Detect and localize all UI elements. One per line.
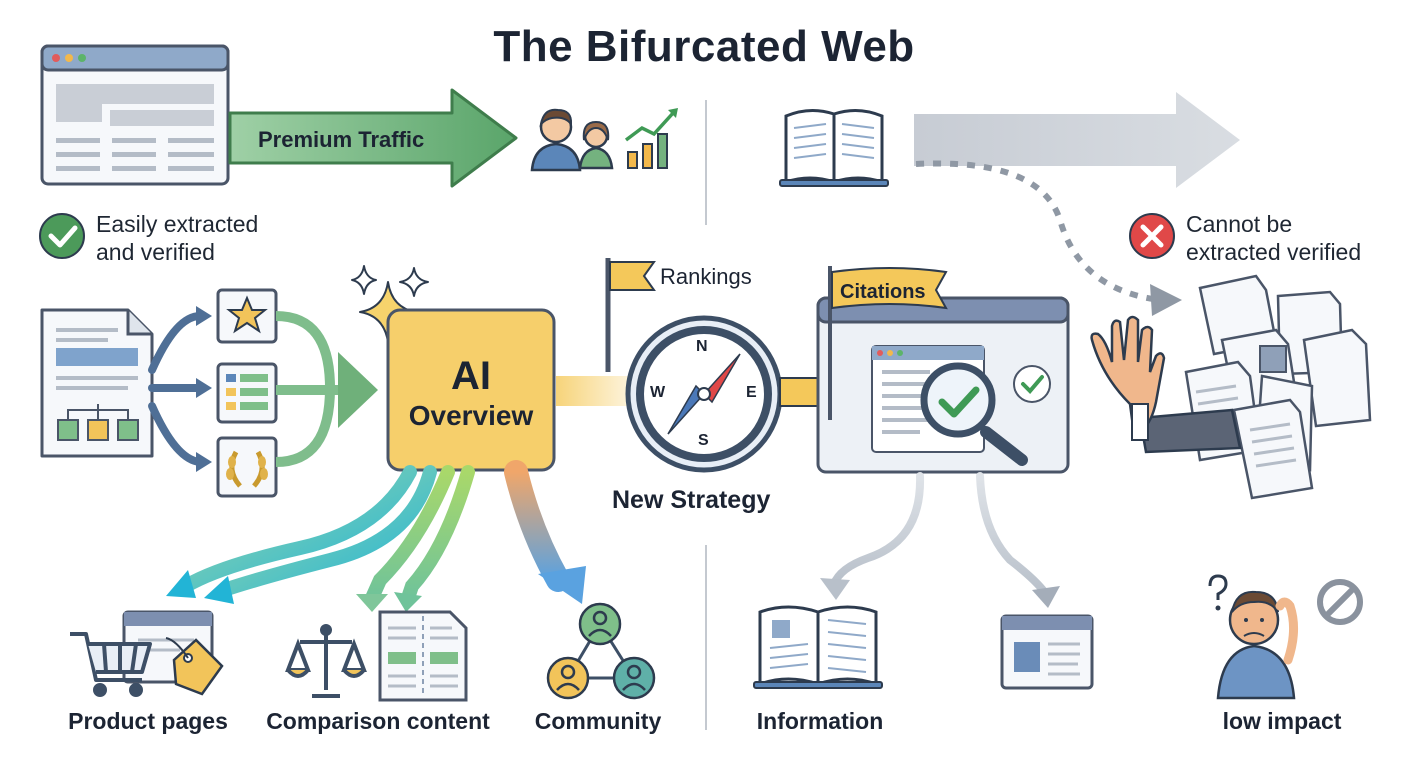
open-book-icon xyxy=(779,109,889,187)
merge-arrow-head xyxy=(338,352,378,428)
users-icon xyxy=(530,108,614,172)
rankings-flag-icon xyxy=(605,258,656,372)
shopping-cart-icon xyxy=(70,632,152,697)
new-strategy-label: New Strategy xyxy=(612,486,771,514)
rankings-label: Rankings xyxy=(660,264,752,289)
rejected-text-line1: Cannot be xyxy=(1186,211,1293,237)
community-network-icon xyxy=(546,602,656,700)
list-card-icon xyxy=(216,362,278,424)
split-arrow-heads xyxy=(196,306,212,472)
community-label: Community xyxy=(534,708,662,734)
verified-text-line1: Easily extracted xyxy=(96,211,259,237)
price-tag-icon xyxy=(165,637,224,696)
small-check-icon xyxy=(1013,365,1051,403)
premium-traffic-label: Premium Traffic xyxy=(258,127,425,152)
rejected-doc-lines xyxy=(1195,384,1297,468)
split-arrows xyxy=(148,312,204,466)
citations-flag-icon xyxy=(828,266,948,420)
beam-to-compass xyxy=(556,376,634,406)
verified-text-line2: and verified xyxy=(96,239,215,265)
compass-east-label: E xyxy=(746,384,757,401)
web-page-icon xyxy=(1000,614,1094,690)
ai-box-title: AI xyxy=(451,354,491,398)
blocked-traffic-arrow xyxy=(914,92,1240,188)
compass-north-label: N xyxy=(696,338,708,355)
rejected-text-line2: extracted verified xyxy=(1186,239,1362,265)
ai-outflow-arrow-heads xyxy=(166,566,586,612)
ai-box-subtitle: Overview xyxy=(408,400,534,431)
information-book-icon xyxy=(753,605,883,689)
stop-hand-icon xyxy=(1090,315,1242,454)
page-arrow-head xyxy=(1032,586,1060,608)
growth-chart-icon xyxy=(624,108,678,169)
info-arrow-head xyxy=(820,578,850,600)
green-check-icon xyxy=(39,213,85,259)
structured-document-icon xyxy=(40,308,154,458)
magnifier-check-icon xyxy=(920,362,1028,466)
compass-south-label: S xyxy=(698,432,709,449)
compass-west-label: W xyxy=(650,384,666,401)
page-title: The Bifurcated Web xyxy=(493,22,915,71)
rejected-documents-pile xyxy=(1184,274,1372,500)
red-cross-icon xyxy=(1129,213,1175,259)
premium-traffic-arrow xyxy=(228,88,518,188)
information-label: Information xyxy=(756,708,884,734)
balance-scale-icon xyxy=(285,624,367,698)
comparison-doc-icon xyxy=(378,610,468,702)
citations-label: Citations xyxy=(840,281,926,303)
confused-person-icon xyxy=(1208,574,1298,700)
award-laurel-icon xyxy=(216,436,278,498)
dotted-redirect-arrow xyxy=(915,160,1161,303)
low-impact-label: low impact xyxy=(1222,708,1342,734)
document-image-placeholder xyxy=(1259,345,1287,373)
review-card-icon xyxy=(216,288,278,344)
prohibited-icon xyxy=(1317,579,1363,625)
compass-icon xyxy=(625,315,783,473)
website-window-icon xyxy=(40,44,230,186)
dotted-arrow-head xyxy=(1150,284,1182,316)
product-pages-label: Product pages xyxy=(68,708,228,734)
comparison-content-label: Comparison content xyxy=(266,708,490,734)
citation-outflow-arrows xyxy=(830,472,1050,598)
merge-arrows xyxy=(275,311,346,467)
ai-outflow-arrows xyxy=(179,460,570,605)
